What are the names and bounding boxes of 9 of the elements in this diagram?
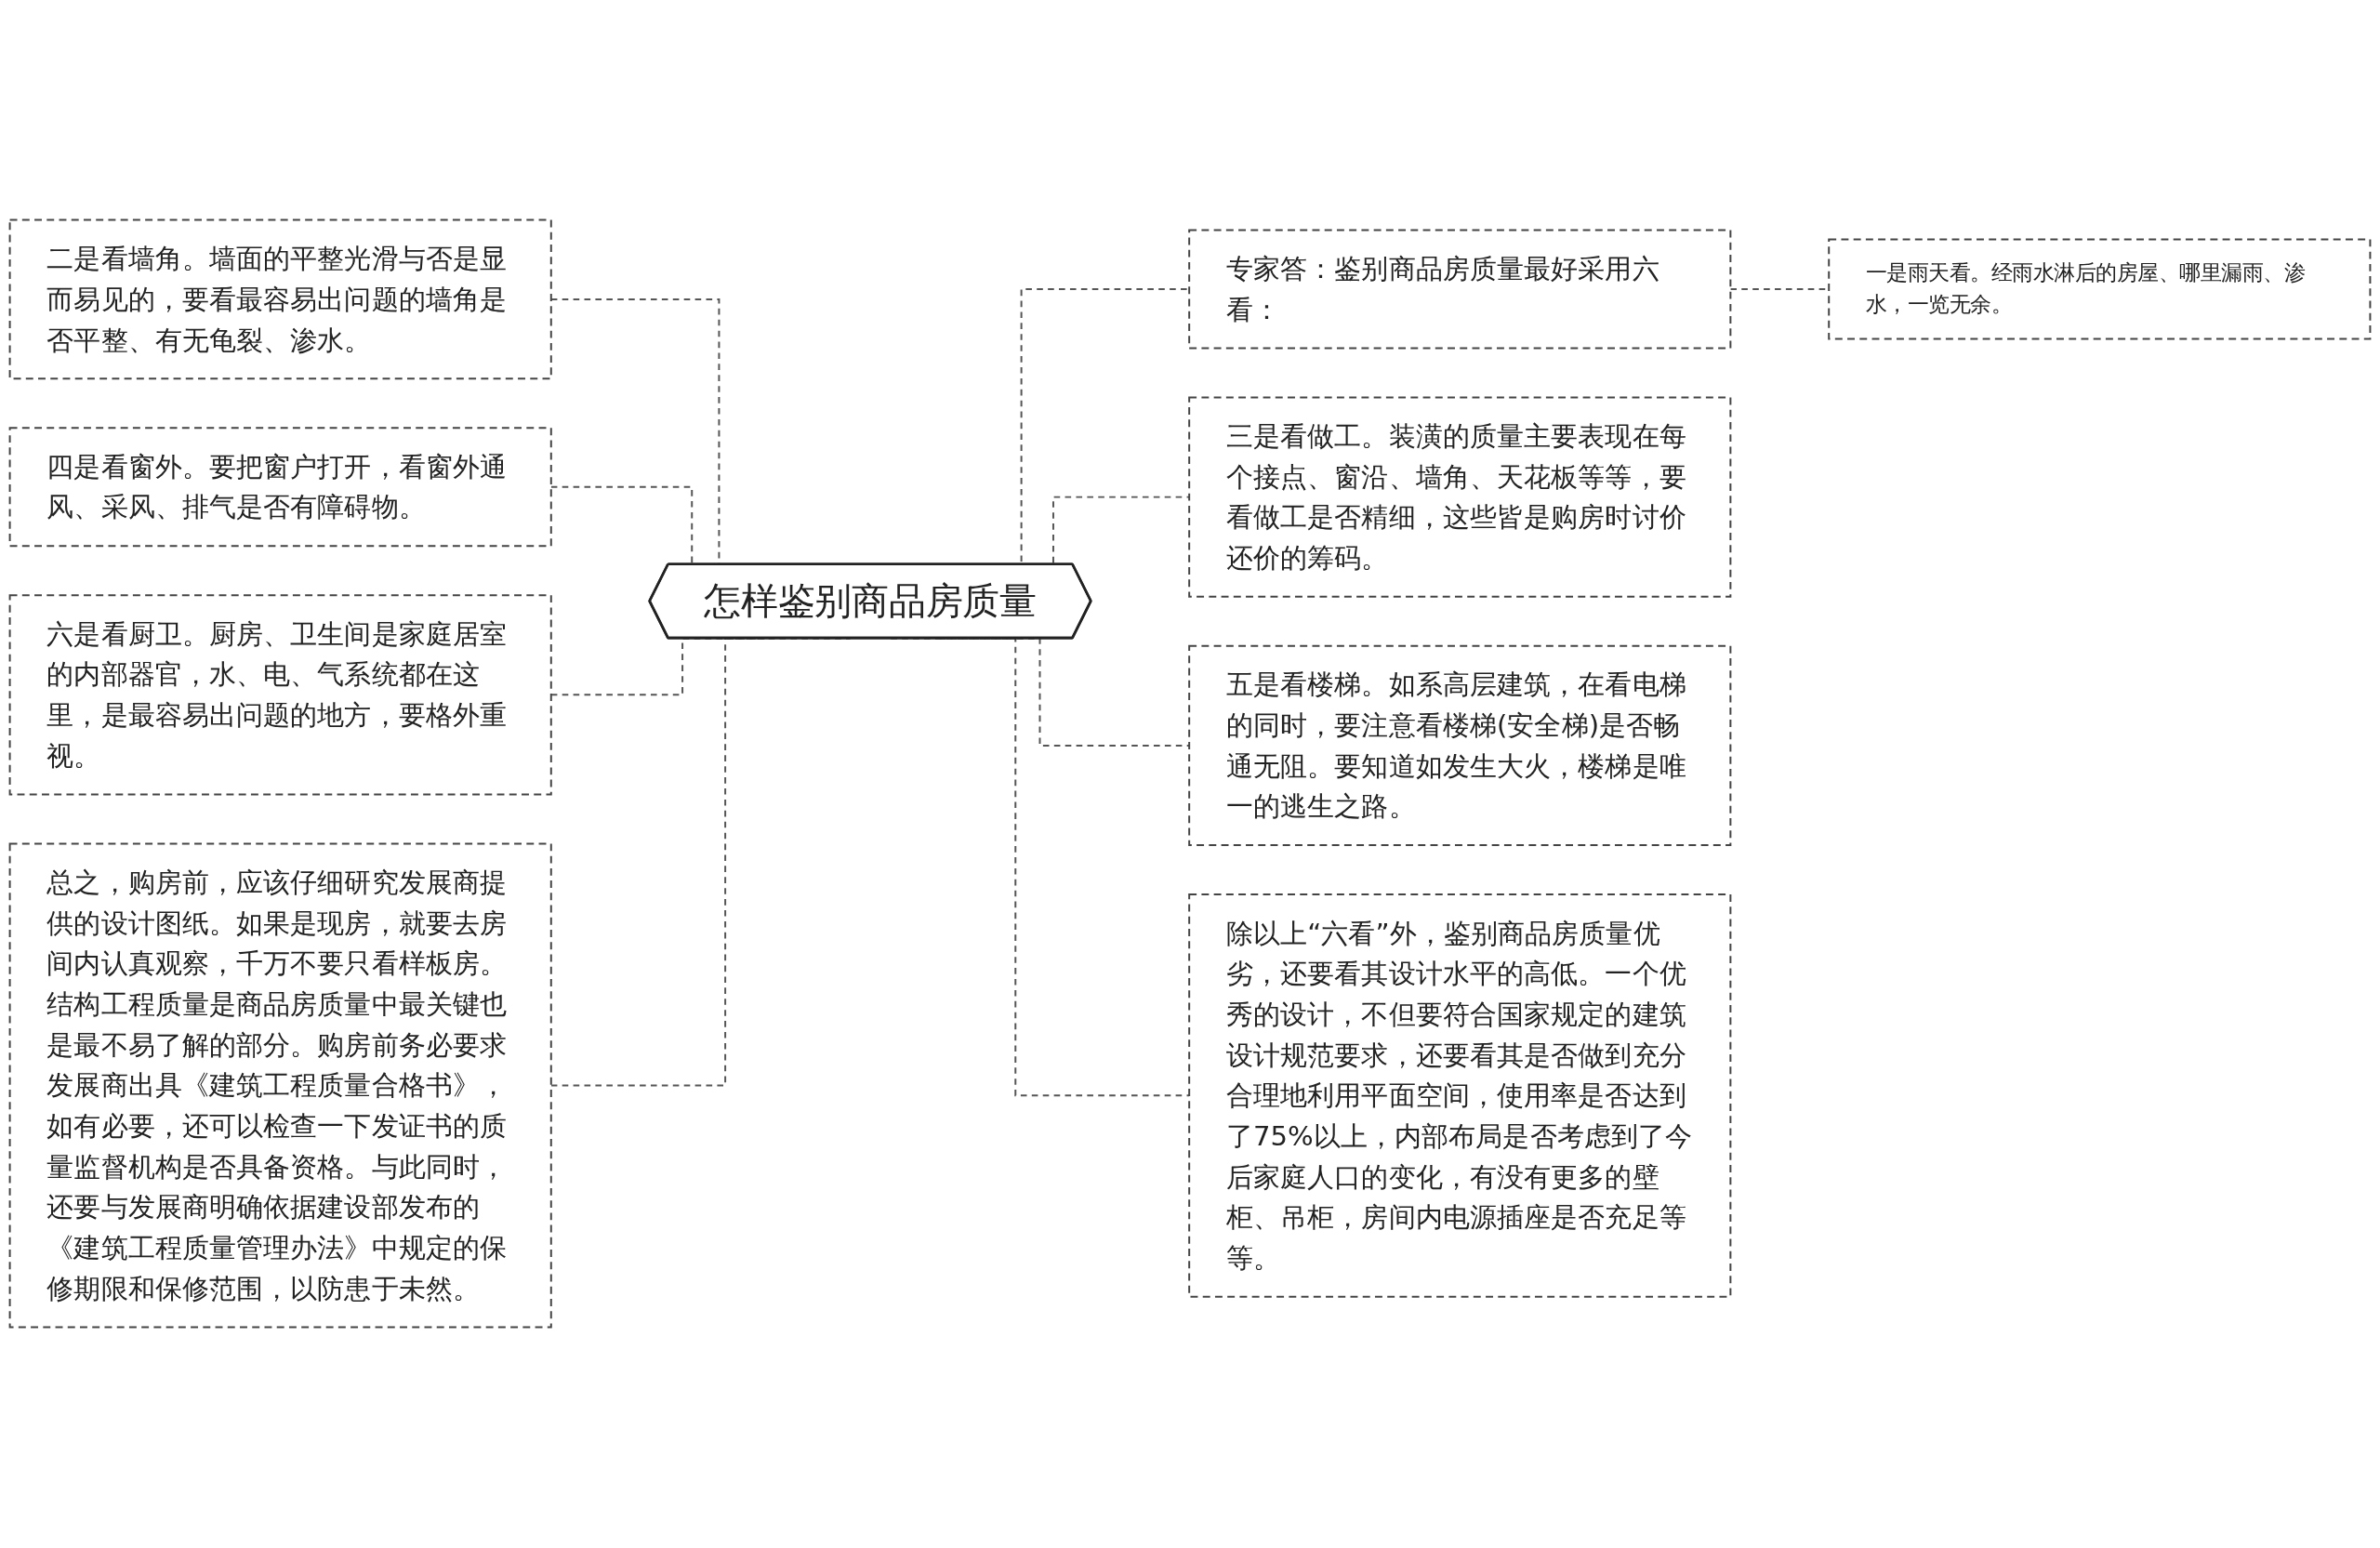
node-box: 六是看厨卫。厨房、卫生间是家庭居室的内部器官，水、电、气系统都在这里，是最容易出问题的地方，要格外重视。 — [8, 594, 552, 796]
node-box: 除以上“六看”外，鉴别商品房质量优劣，还要看其设计水平的高低。一个优秀的设计，不但要符合国家规定的建筑设计规范要求，还要看其是否做到充分合理地利用平面空间，使用率是否达到了75%以上，内部布局是否考虑到了今后家庭人口的变化，有没有更多的壁柜、吊柜，房间内电源插座是否充足等等。 — [1188, 893, 1732, 1299]
node-box: 五是看楼梯。如系高层建筑，在看电梯的同时，要注意看楼梯(安全梯)是否畅通无阻。要知道如发生大火，楼梯是唯一的逃生之路。 — [1188, 645, 1732, 847]
node-box: 专家答：鉴别商品房质量最好采用六看： — [1188, 230, 1732, 350]
node-box: 一是雨天看。经雨水淋后的房屋、哪里漏雨、渗水，一览无余。 — [1828, 238, 2372, 341]
node-box: 三是看做工。装潢的质量主要表现在每个接点、窗沿、墙角、天花板等等，要看做工是否精细，这些皆是购房时讨价还价的筹码。 — [1188, 396, 1732, 599]
node-box: 四是看窗外。要把窗户打开，看窗外通风、采风、排气是否有障碍物。 — [8, 427, 552, 548]
node-box: 二是看墙角。墙面的平整光滑与否是显而易见的，要看最容易出问题的墙角是否平整、有无龟裂、渗水。 — [8, 219, 552, 380]
node-box: 总之，购房前，应该仔细研究发展商提供的设计图纸。如果是现房，就要去房间内认真观察，千万不要只看样板房。结构工程质量是商品房质量中最关键也是最不易了解的部分。购房前务必要求发展商出具《建筑工程质量合格书》，如有必要，还可以检查一下发证书的质量监督机构是否具备资格。与此同时，还要与发展商明确依据建设部发布的《建筑工程质量管理办法》中规定的保修期限和保修范围，以防患于未然。 — [8, 842, 552, 1329]
